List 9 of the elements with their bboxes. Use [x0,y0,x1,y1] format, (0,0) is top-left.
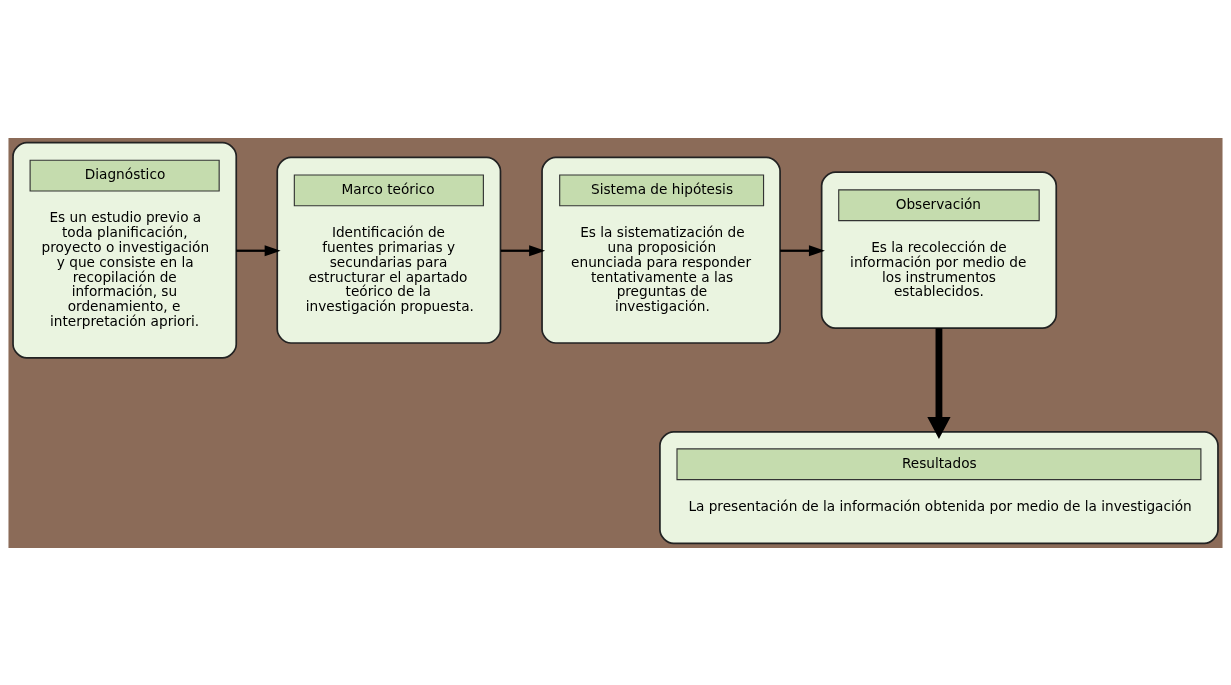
node-box: Resultados La presentación de la información obtenida por medio de la investigación [659,430,1219,544]
arrow [236,244,281,256]
node-box: Diagnóstico Es un estudio previo a toda planificación, proyecto o investigación y que consiste en la recopilación de información, su ordenamiento, e interpretación apriori. [12,141,238,359]
arrow [927,327,951,439]
arrow [500,244,546,256]
arrow [780,244,825,256]
node-box: Marco teórico Identificación de fuentes primarias y secundarias para estructurar el apartado teórico de la investigación propuesta. [276,156,502,344]
node-box: Sistema de hipótesis Es la sistematización de una proposición enunciada para responder tentativamente a las preguntas de investigación. [541,156,781,344]
node-box: Observación Es la recolección de información por medio de los instrumentos establecidos. [820,170,1058,329]
